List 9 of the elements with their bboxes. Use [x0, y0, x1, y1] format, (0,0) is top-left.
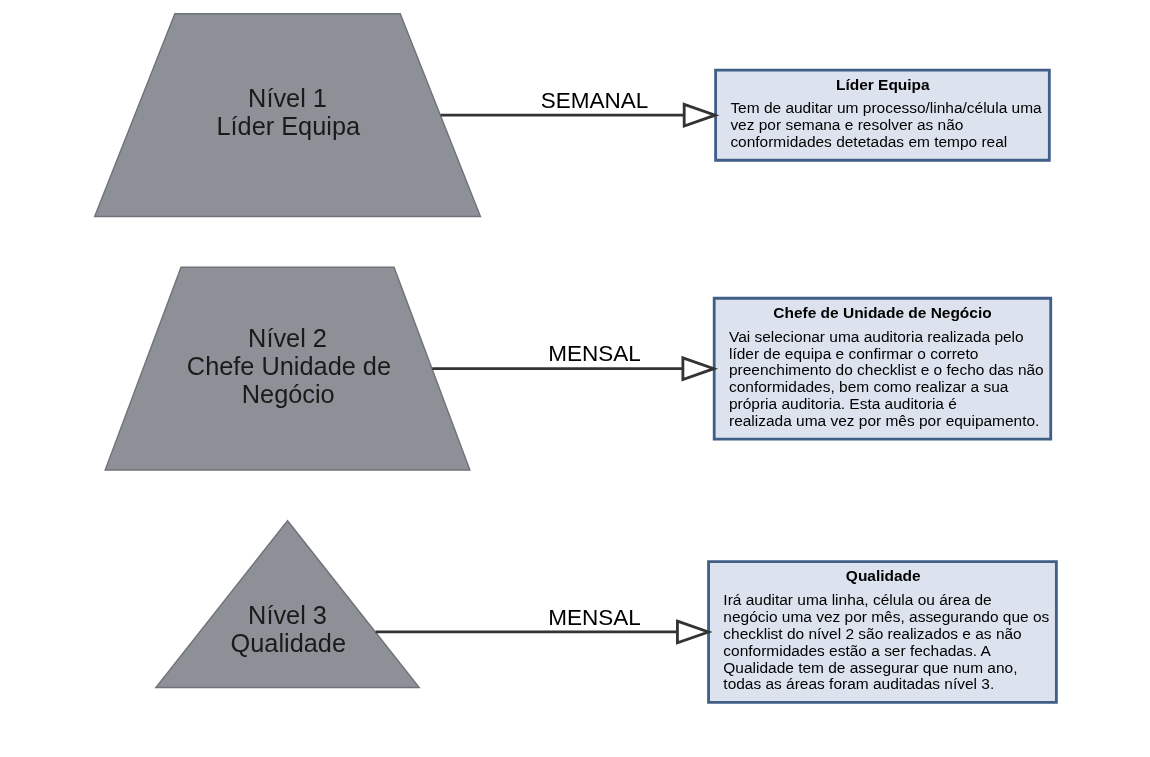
edge-label: MENSAL — [547, 604, 641, 630]
edge-label: MENSAL — [547, 341, 641, 367]
edge-label: SEMANAL — [540, 87, 648, 113]
node-box: Qualidade Irá auditar uma linha, célula ou área de negócio uma vez por mês, assegurando que os checklist do nível 2 são realizados e as não conformidades estão a ser fechadas. A Qualidade tem de assegurar que num ano, todas as áreas foram auditadas nível 3. — [706, 560, 1058, 704]
arrow — [440, 102, 719, 128]
node-box: Líder Equipa Tem de auditar um processo/linha/célula uma vez por semana e resolver as não conformidades detetadas em tempo real — [713, 68, 1051, 162]
arrow — [431, 355, 718, 382]
arrow — [375, 619, 713, 645]
node-box: Chefe de Unidade de Negócio Vai selecionar uma auditoria realizada pelo líder de equipa e confirmar o correto preenchimento do checklist e o fecho das não conformidades, bem como realizar a sua própria auditoria. Esta auditoria é realizada uma vez por mês por equipamento. — [712, 296, 1052, 441]
